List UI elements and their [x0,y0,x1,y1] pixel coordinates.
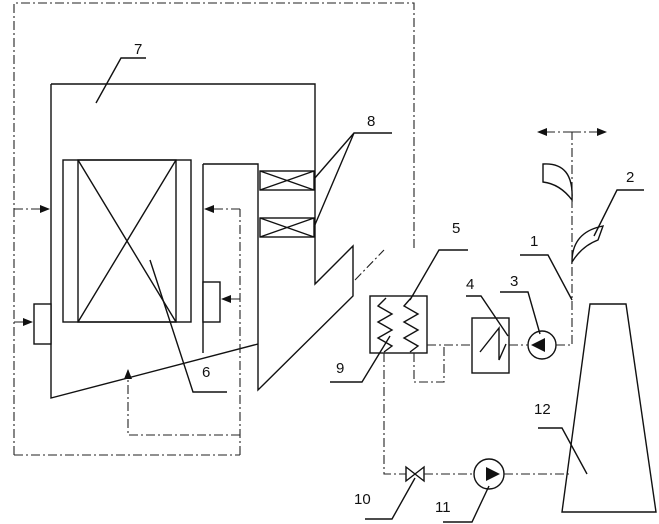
callout-3: 3 [510,273,518,290]
leader-4 [466,295,509,337]
damper-lower [571,225,605,265]
heat-recovery-unit [369,295,428,354]
flue-duct [354,249,385,281]
chimney [561,303,657,513]
fan-3-arrow [531,338,545,352]
callout-7: 7 [134,41,142,58]
callout-9: 9 [336,360,344,377]
leader-1 [520,254,573,301]
leader-3 [500,291,541,335]
leader-6 [149,259,227,393]
pump-11-arrow [486,467,500,481]
valve-10 [405,465,425,483]
leader-11 [443,485,490,523]
callout-6: 6 [202,364,210,381]
callout-4: 4 [466,276,474,293]
callout-12: 12 [534,401,551,418]
callout-5: 5 [452,220,460,237]
leader-12 [538,427,588,475]
damper-upper [542,163,573,202]
leader-5 [409,249,468,301]
boiler-inner-wall [202,164,204,353]
callout-1: 1 [530,233,538,250]
callout-11: 11 [435,499,451,516]
heater-coil [479,325,507,361]
callout-10: 10 [354,491,371,508]
left-burner [33,303,52,345]
heater-unit [471,317,510,374]
leader-8 [313,132,392,228]
leader-2 [593,189,644,237]
callout-2: 2 [626,169,634,186]
heat-recovery-coil-left [376,297,394,353]
leader-10 [365,477,416,520]
boiler-shell [50,83,354,399]
leader-7 [95,57,146,104]
outer-dashdot-boundary [13,2,415,455]
callout-8: 8 [367,113,375,130]
furnace-cross [77,159,177,323]
recirc-bottom-loop [124,369,240,436]
line-9-down [383,353,406,475]
right-burner [202,281,221,323]
heat-exchanger-lower-cross [259,217,315,238]
heat-recovery-coil-right [402,297,420,353]
heat-exchanger-upper-cross [259,170,315,191]
line-3-to-stack [556,132,573,346]
leader-9 [330,335,391,383]
furnace-frame-inner [77,159,177,323]
